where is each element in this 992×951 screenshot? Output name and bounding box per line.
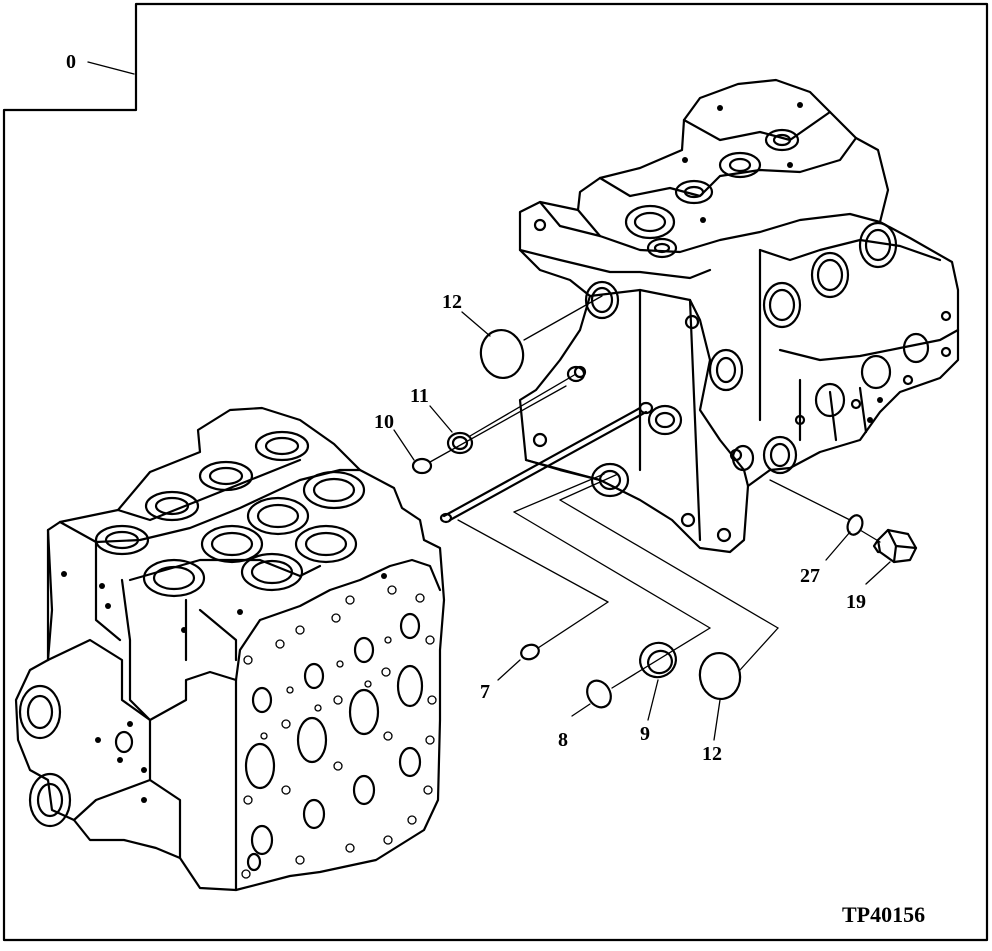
o-ring-part-11 — [446, 431, 474, 455]
o-ring-part-10 — [411, 457, 433, 475]
callout-8: 8 — [558, 729, 568, 751]
o-ring-part-27 — [846, 514, 864, 536]
figure-id: TP40156 — [842, 902, 925, 927]
callout-12-top: 12 — [442, 291, 462, 313]
leader-lines — [87, 61, 891, 741]
callout-0: 0 — [66, 51, 76, 73]
callout-27: 27 — [800, 565, 820, 587]
callout-19: 19 — [846, 591, 866, 613]
o-ring-part-7 — [520, 643, 540, 661]
seal-part-12-top — [479, 328, 525, 380]
seal-part-12-bottom — [698, 651, 742, 701]
callout-12-bottom: 12 — [702, 743, 722, 765]
callout-7: 7 — [480, 681, 490, 703]
o-ring-part-8 — [586, 679, 612, 709]
plug-part-19 — [872, 528, 918, 564]
valve-block-right — [518, 78, 960, 554]
callout-10: 10 — [374, 411, 394, 433]
pin-part — [439, 365, 654, 524]
callout-9: 9 — [640, 723, 650, 745]
callout-11: 11 — [410, 385, 429, 407]
valve-block-left — [14, 406, 446, 892]
